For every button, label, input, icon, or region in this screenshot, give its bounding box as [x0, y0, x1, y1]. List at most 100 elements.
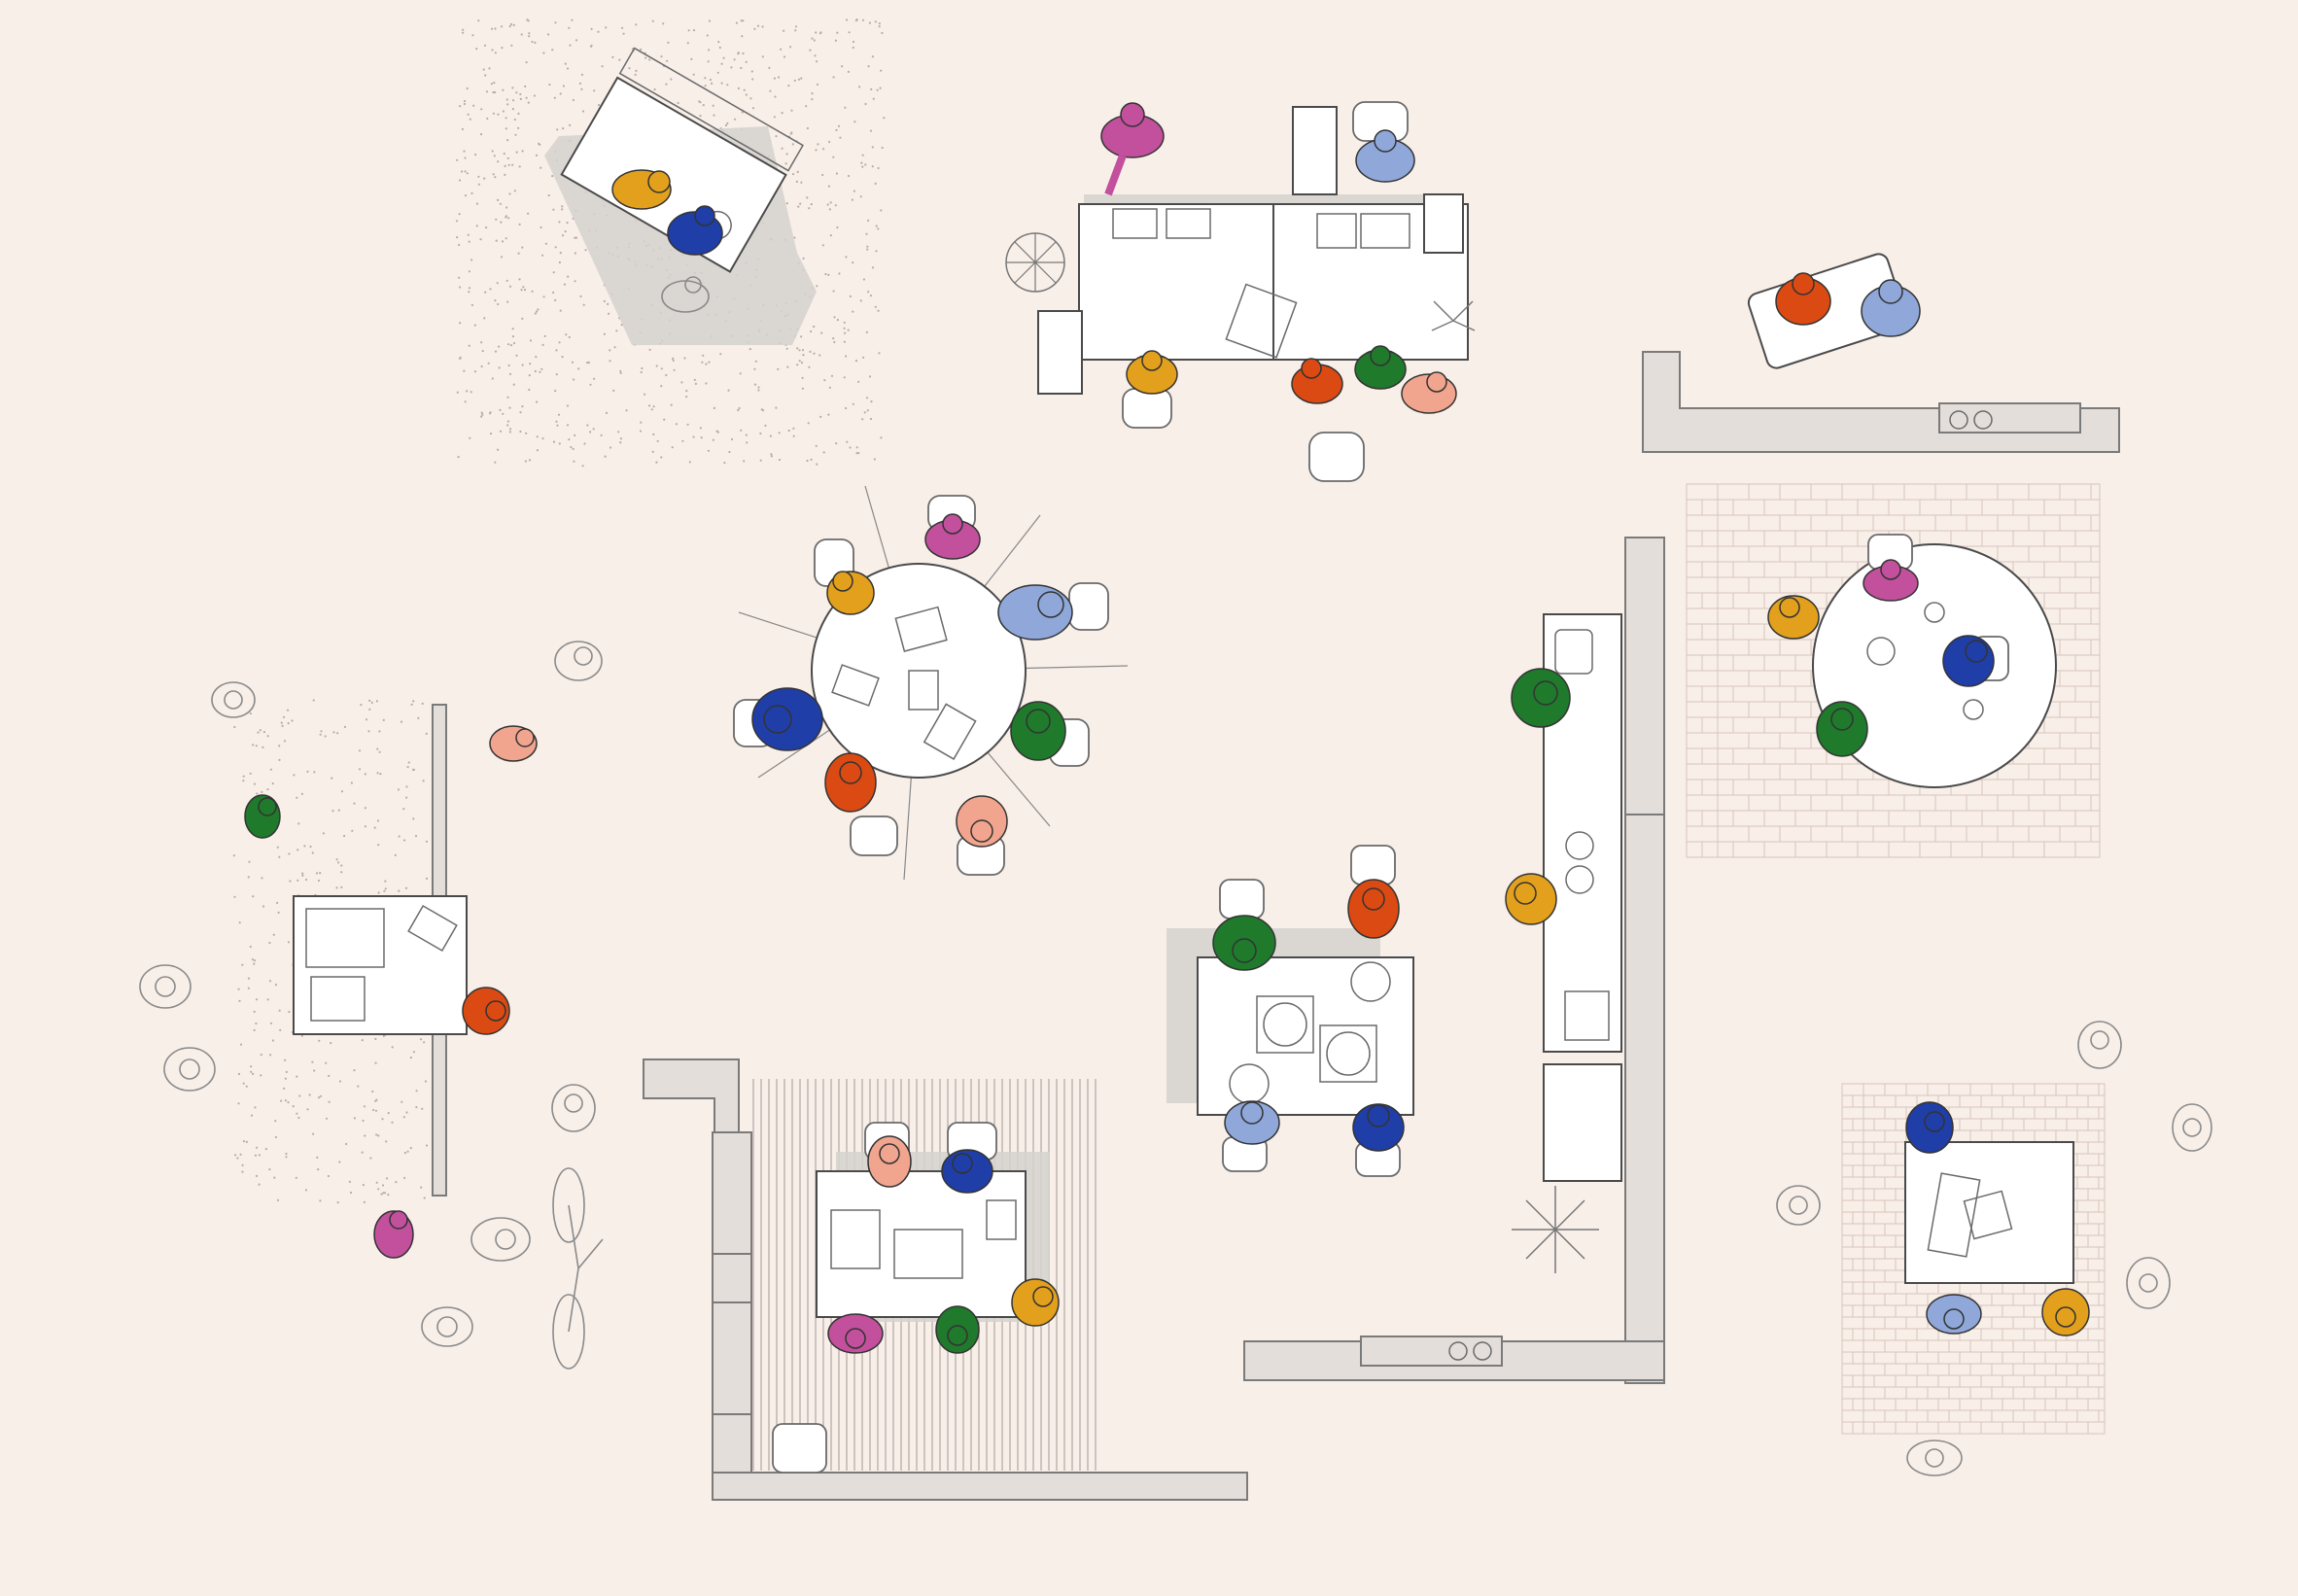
stipple-dot: [796, 347, 799, 350]
stipple-dot: [877, 166, 880, 170]
stipple-dot: [491, 377, 494, 380]
stipple-dot: [506, 420, 510, 423]
stipple-dot: [542, 295, 545, 298]
stipple-dot: [781, 147, 783, 150]
stipple-dot: [793, 236, 796, 239]
stipple-dot: [404, 886, 408, 889]
stipple-dot: [535, 356, 538, 359]
stipple-dot: [728, 450, 731, 454]
stipple-dot: [406, 1150, 409, 1153]
stipple-dot: [663, 418, 666, 421]
stipple-dot: [459, 105, 462, 108]
stipple-dot: [459, 357, 462, 360]
stipple-dot: [423, 1197, 426, 1199]
person-icon: [2172, 1103, 2212, 1152]
stipple-dot: [506, 396, 509, 399]
stipple-dot: [382, 718, 385, 722]
stipple-dot: [867, 219, 870, 222]
stipple-dot: [377, 844, 380, 847]
stipple-dot: [364, 1134, 366, 1137]
stipple-dot: [271, 1039, 274, 1042]
stipple-dot: [479, 133, 483, 136]
stipple-dot: [561, 205, 564, 208]
stipple-dot: [295, 1176, 297, 1179]
person-icon: [1906, 1440, 1963, 1476]
oven: [1564, 990, 1610, 1041]
stipple-dot: [693, 378, 696, 381]
stipple-dot: [536, 435, 539, 438]
stipple-dot: [625, 409, 628, 412]
stipple-dot: [634, 73, 637, 76]
stipple-dot: [883, 117, 886, 120]
stipple-dot: [250, 1065, 253, 1068]
stipple-dot: [531, 290, 534, 293]
stipple-dot: [868, 375, 872, 378]
stipple-dot: [519, 411, 522, 414]
stipple-dot: [479, 238, 482, 241]
stipple-dot: [284, 1077, 287, 1080]
stipple-dot: [584, 249, 587, 252]
stipple-dot: [827, 273, 830, 276]
stipple-dot: [463, 99, 467, 103]
stipple-dot: [406, 766, 409, 769]
stipple-dot: [466, 172, 469, 175]
stipple-dot: [605, 411, 609, 414]
stipple-dot: [497, 345, 501, 348]
stipple-dot: [253, 1028, 256, 1031]
stipple-dot: [249, 712, 252, 715]
stipple-dot: [746, 441, 749, 444]
stipple-dot: [353, 1117, 356, 1120]
stipple-dot: [586, 424, 589, 427]
stipple-dot: [487, 362, 490, 364]
stipple-dot: [349, 1191, 353, 1195]
stipple-dot: [814, 54, 817, 57]
stipple-dot: [800, 181, 803, 184]
stipple-dot: [741, 35, 744, 38]
stipple-dot: [491, 150, 494, 153]
stipple-dot: [521, 405, 524, 408]
stipple-dot: [737, 87, 741, 89]
stipple-dot: [268, 1168, 271, 1171]
stipple-dot: [573, 378, 575, 381]
stipple-dot: [249, 945, 252, 949]
stipple-dot: [283, 1087, 286, 1090]
stipple-dot: [652, 433, 655, 436]
stipple-dot: [880, 436, 883, 439]
stipple-dot: [880, 209, 883, 212]
stipple-dot: [738, 406, 741, 410]
stipple-dot: [835, 442, 838, 445]
paper-sheet: [310, 976, 366, 1022]
stipple-dot: [581, 110, 585, 113]
stipple-dot: [712, 438, 715, 441]
stipple-dot: [743, 88, 746, 91]
stipple-dot: [336, 732, 339, 735]
stipple-dot: [843, 340, 846, 343]
stipple-dot: [252, 744, 255, 746]
stipple-dot: [730, 66, 733, 69]
stipple-dot: [539, 370, 541, 373]
stipple-dot: [269, 768, 272, 771]
stipple-dot: [255, 1174, 259, 1177]
stipple-dot: [480, 415, 483, 418]
stipple-dot: [353, 1069, 356, 1072]
person-icon: [489, 725, 538, 762]
stipple-dot: [687, 29, 690, 32]
stipple-dot: [301, 872, 304, 875]
stipple-dot: [838, 272, 841, 275]
stipple-dot: [387, 1194, 390, 1197]
stipple-dot: [865, 397, 869, 399]
person-icon: [1354, 345, 1407, 390]
stipple-dot: [292, 1105, 295, 1108]
stipple-dot: [587, 361, 590, 364]
stipple-dot: [308, 1093, 311, 1096]
stipple-dot: [571, 361, 574, 364]
stipple-dot: [619, 371, 622, 374]
stipple-dot: [505, 117, 507, 120]
stipple-dot: [507, 364, 510, 367]
stipple-dot: [242, 775, 245, 778]
stipple-dot: [425, 732, 428, 736]
stipple-dot: [374, 1037, 377, 1040]
stipple-dot: [325, 1061, 328, 1064]
stipple-dot: [871, 146, 874, 149]
stipple-dot: [568, 438, 571, 441]
